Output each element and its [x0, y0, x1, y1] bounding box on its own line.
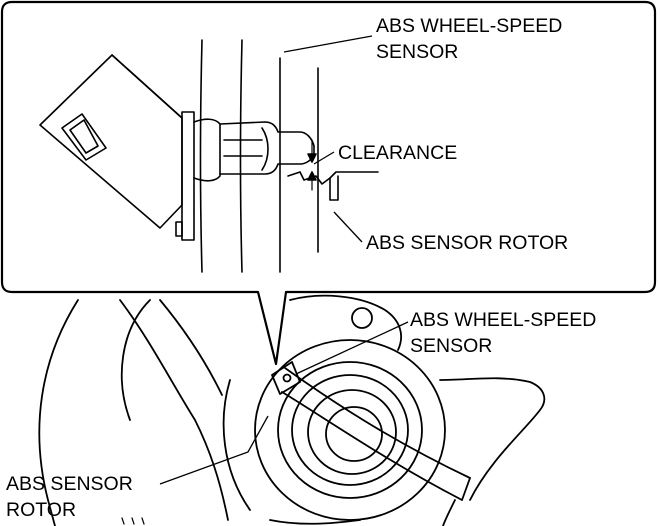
ground-marks — [121, 517, 145, 525]
hub-ring-4 — [307, 389, 397, 475]
knuckle-right-edge — [439, 377, 546, 501]
knuckle-wall-inner — [239, 39, 243, 273]
knuckle-arm — [119, 299, 229, 521]
clearance-arrow-down-head — [307, 153, 317, 163]
knuckle-lower-left — [269, 519, 361, 525]
sensor-connector-ridge — [111, 54, 183, 119]
brake-disc-inner-arc — [120, 299, 151, 421]
hub-ring-3 — [291, 374, 409, 486]
sensor-flange — [181, 111, 195, 241]
leader-top-rotor — [333, 211, 363, 243]
sensor-flange-lip — [175, 221, 183, 237]
label-top-sensor-line1: ABS WHEEL-SPEED — [376, 15, 562, 37]
label-top-sensor-line2: SENSOR — [376, 41, 458, 63]
leader-bottom-rotor — [159, 415, 269, 485]
knuckle-lower-right — [442, 499, 456, 526]
knuckle-bolt-boss — [351, 307, 373, 329]
hub-assembly-illustration — [38, 294, 546, 526]
knuckle-wall-left — [199, 39, 203, 273]
sensor-connector-latch — [61, 113, 107, 161]
rotor-teeth — [287, 171, 379, 185]
label-clearance: CLEARANCE — [338, 142, 457, 164]
leader-clearance — [313, 151, 335, 165]
sensor-cable-upper — [284, 367, 471, 479]
knuckle-upper-flange — [289, 294, 402, 351]
hub-ring-2 — [277, 361, 423, 499]
hub-ring-inner — [325, 406, 383, 462]
label-top-rotor: ABS SENSOR ROTOR — [366, 232, 568, 254]
sensor-head — [271, 361, 301, 395]
sensor-barrel — [193, 118, 221, 182]
leader-top-sensor — [283, 35, 373, 53]
label-bottom-sensor-line1: ABS WHEEL-SPEED — [410, 309, 596, 331]
sensor-bolt — [282, 373, 292, 383]
label-bottom-rotor-line2: ROTOR — [6, 499, 76, 521]
detail-callout-frame — [0, 0, 657, 366]
leader-lines — [159, 35, 409, 485]
brake-disc-outline — [38, 299, 79, 526]
leader-bottom-sensor — [295, 321, 409, 375]
sensor-cable-lower — [281, 391, 463, 501]
sensor-tip-groove — [223, 139, 263, 157]
hub-ring-outer — [254, 339, 446, 521]
knuckle-arm-edge — [159, 299, 223, 396]
sensor-tip — [219, 121, 315, 175]
sensor-connector-latch-inner — [69, 119, 99, 154]
sensor-cable-end — [461, 477, 471, 501]
label-bottom-rotor-line1: ABS SENSOR — [6, 473, 133, 495]
rotor-tooth-detail — [329, 175, 339, 201]
sensor-detail-illustration — [39, 39, 379, 273]
label-bottom-sensor-line2: SENSOR — [410, 335, 492, 357]
knuckle-body — [222, 379, 251, 511]
sensor-tip-cap — [261, 127, 269, 171]
